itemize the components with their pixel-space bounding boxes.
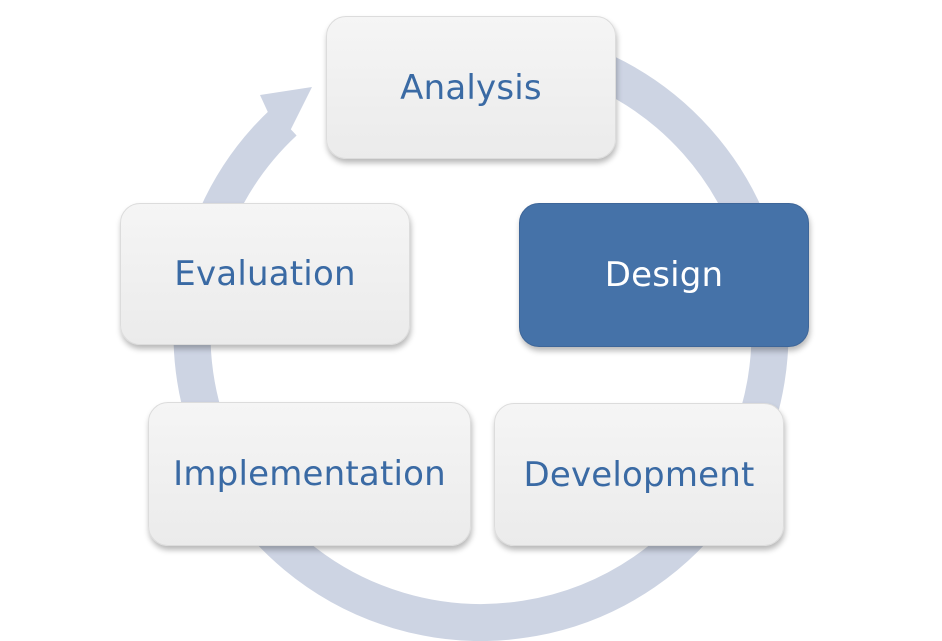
- stage-label: Evaluation: [174, 254, 356, 294]
- cycle-arrowhead: [260, 87, 312, 145]
- stage-label: Development: [523, 454, 755, 495]
- stage-development[interactable]: Development: [494, 403, 784, 546]
- stage-label: Analysis: [400, 67, 542, 108]
- stage-implementation[interactable]: Implementation: [148, 402, 471, 546]
- stage-label: Design: [604, 255, 724, 295]
- stage-analysis[interactable]: Analysis: [326, 16, 616, 159]
- stage-evaluation[interactable]: Evaluation: [120, 203, 410, 345]
- stage-label: Implementation: [173, 454, 446, 494]
- stage-design[interactable]: Design: [519, 203, 809, 347]
